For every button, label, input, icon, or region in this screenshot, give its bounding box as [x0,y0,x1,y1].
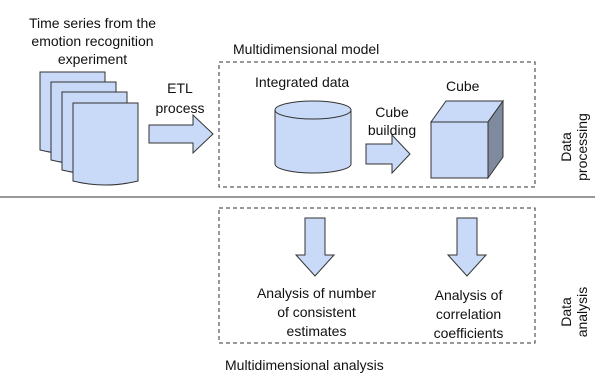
data-processing-label: Data processing [558,102,592,192]
analysis-label-line-2: analysis [574,286,590,338]
consistent-label-line-3: estimates [286,323,347,339]
correlation-label-line-3: coefficients [433,325,504,341]
analysis-label-line-1: Data [558,297,574,327]
integrated-data-label: Integrated data [255,74,350,90]
document-stack-icon [39,71,139,186]
etl-label-line-2: process [155,100,205,116]
processing-label-line-1: Data [558,132,574,162]
etl-arrow-icon [148,113,214,155]
data-analysis-label: Data analysis [558,279,592,345]
cube-label: Cube [446,78,480,94]
source-label-line-1: Time series from the [28,15,157,31]
analysis-title: Multidimensional analysis [225,357,384,373]
down-arrow-left-icon [294,217,336,277]
cube-building-label-line-1: Cube [375,104,409,120]
database-icon [274,100,352,174]
model-title: Multidimensional model [233,41,380,57]
consistent-estimates-label: Analysis of number of consistent estimat… [244,284,389,341]
analysis-box [218,207,536,344]
cube-building-label-line-2: building [367,122,417,138]
cube-building-label: Cube building [365,103,419,139]
model-box [218,61,536,188]
correlation-label-line-1: Analysis of [434,287,503,303]
source-label: Time series from the emotion recognition… [20,14,165,68]
source-label-line-3: experiment [57,51,128,67]
cube-building-arrow-icon [365,133,411,175]
etl-label: ETL process [145,78,215,118]
correlation-coefficients-label: Analysis of correlation coefficients [421,286,516,343]
consistent-label-line-1: Analysis of number [256,285,377,301]
down-arrow-right-icon [446,217,488,277]
etl-label-line-1: ETL [167,80,193,96]
correlation-label-line-2: correlation [435,306,502,322]
source-label-line-2: emotion recognition [31,33,154,49]
cube-icon [430,99,504,180]
processing-label-line-2: processing [574,113,590,181]
consistent-label-line-2: of consistent [277,304,356,320]
